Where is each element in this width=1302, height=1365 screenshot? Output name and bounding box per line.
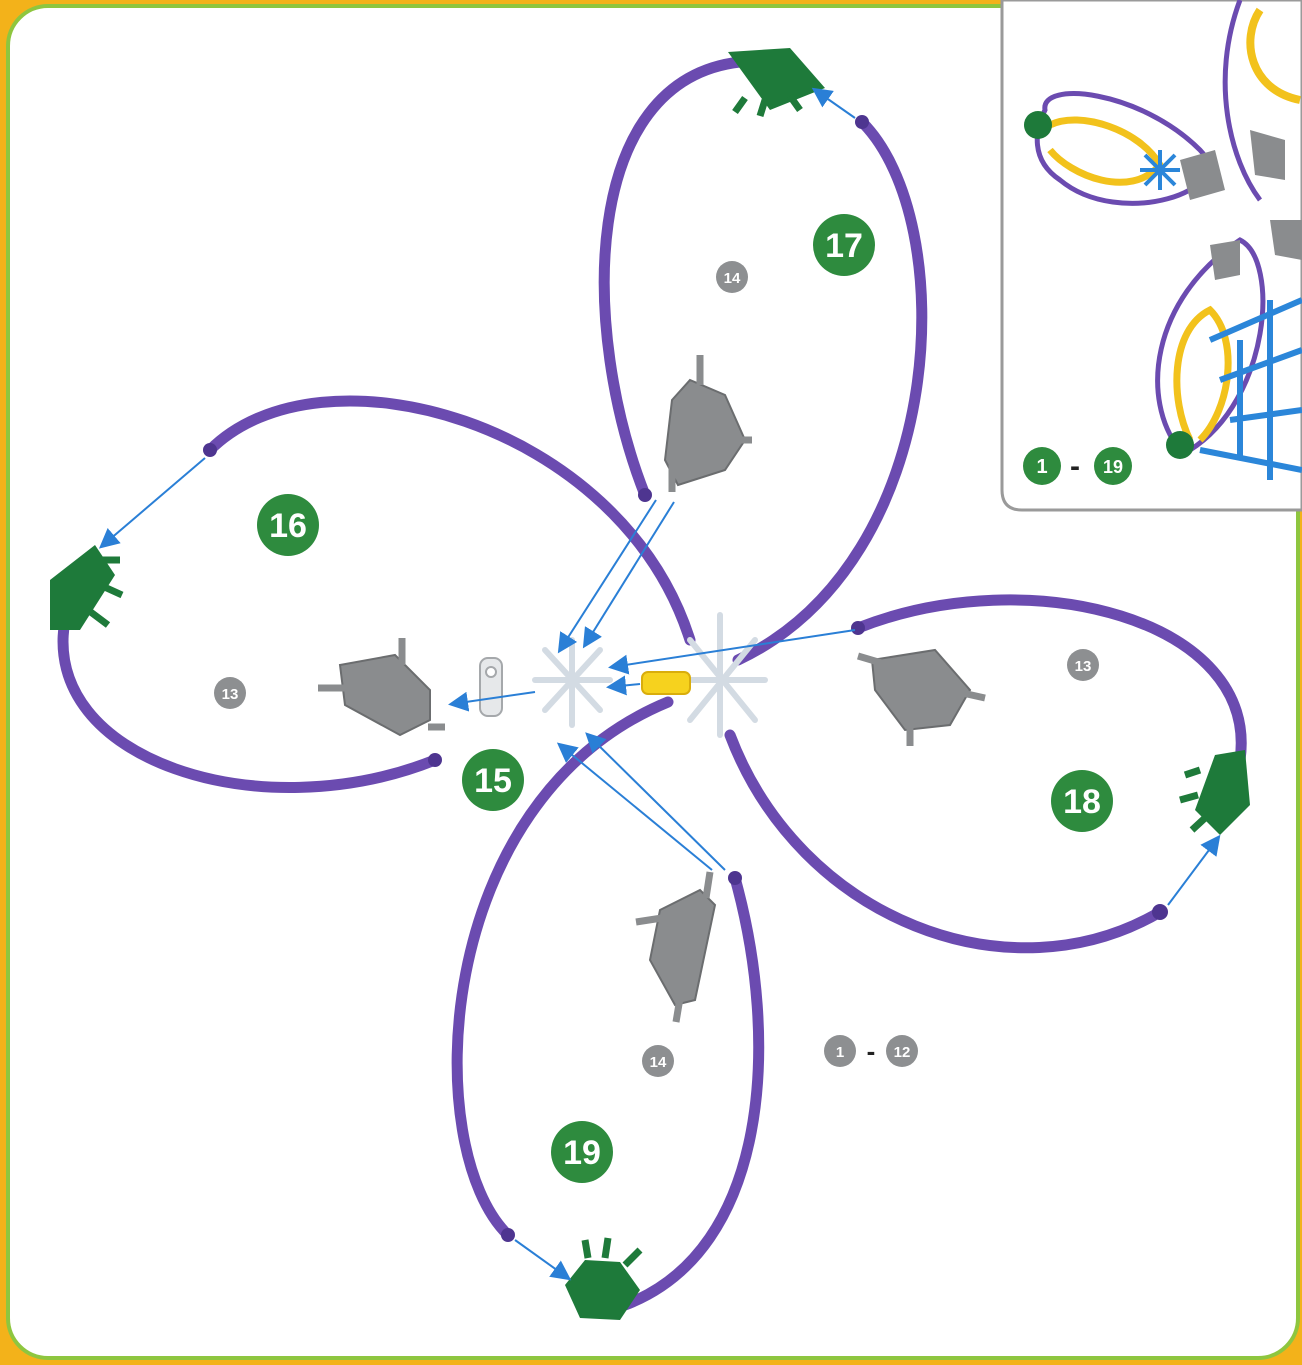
step-number: 18 [1063, 783, 1101, 821]
inset-connector-green [1166, 431, 1194, 459]
inset-panel: 1 - 19 [1002, 0, 1302, 510]
part-ref-badge: 14 [716, 261, 748, 293]
svg-text:12: 12 [894, 1044, 911, 1061]
step-number: 17 [825, 227, 863, 265]
connector-white-hub [535, 640, 610, 725]
step-number: 19 [563, 1134, 601, 1172]
rod-end-cap [1152, 904, 1168, 920]
inset-connector-green [1024, 111, 1052, 139]
rod-end-cap [203, 443, 217, 457]
rod-end-cap [728, 871, 742, 885]
rod-end-cap [428, 753, 442, 767]
step-badge-15: 15 [462, 749, 524, 811]
rod-end-cap [501, 1228, 515, 1242]
rod-end-cap [855, 115, 869, 129]
rod-end-cap [851, 621, 865, 635]
step-number: 15 [474, 762, 512, 800]
rod-yellow [642, 672, 690, 694]
step-badge-18: 18 [1051, 770, 1113, 832]
part-ref-badge: 13 [1067, 649, 1099, 681]
connector-clip [480, 658, 502, 716]
svg-text:13: 13 [1075, 658, 1092, 675]
inset-range-label: 1 - 19 [1023, 447, 1132, 485]
svg-text:14: 14 [724, 270, 741, 287]
step-badge-16: 16 [257, 494, 319, 556]
svg-text:-: - [867, 1036, 876, 1066]
svg-text:13: 13 [222, 686, 239, 703]
inset-range-start: 1 [1036, 456, 1047, 478]
svg-text:1: 1 [836, 1044, 844, 1061]
part-ref-badge: 14 [642, 1045, 674, 1077]
step-badge-17: 17 [813, 214, 875, 276]
part-ref-range: 1 - 12 [824, 1035, 918, 1067]
svg-text:14: 14 [650, 1054, 667, 1071]
inset-connector-blue [1140, 150, 1180, 190]
rod-end-cap [638, 488, 652, 502]
step-number: 16 [269, 507, 307, 545]
inset-range-end: 19 [1103, 457, 1123, 477]
part-ref-badge: 13 [214, 677, 246, 709]
inset-range-dash: - [1070, 450, 1080, 483]
step-badge-19: 19 [551, 1121, 613, 1183]
inset-connector-gray [1210, 240, 1240, 280]
